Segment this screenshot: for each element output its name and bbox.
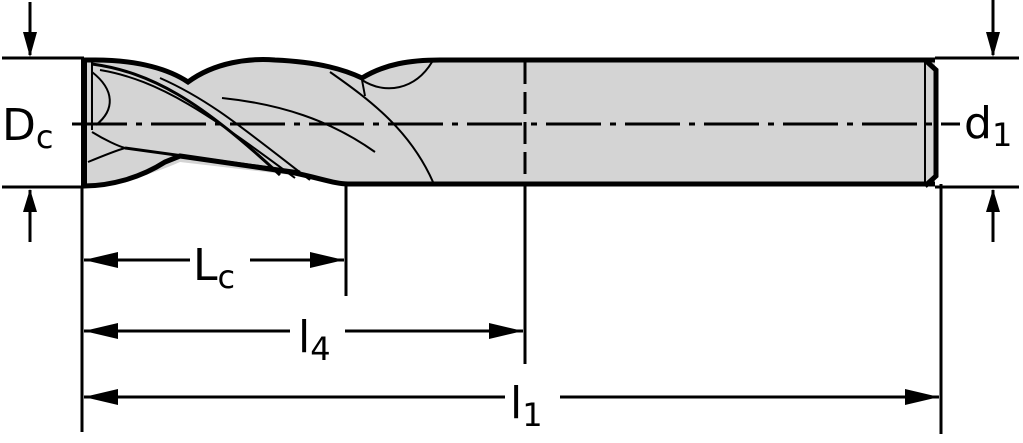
l4-label-sub: 4 — [310, 330, 330, 368]
arrow-left-icon — [84, 389, 118, 405]
lc-label-sub: c — [218, 258, 236, 296]
arrow-up-icon — [23, 189, 37, 212]
l4-label-main: l — [298, 312, 310, 363]
d1-dimension: d1 — [964, 0, 1012, 242]
dc-label-main: D — [2, 100, 36, 151]
dc-dimension: Dc — [2, 2, 53, 242]
d1-label-sub: 1 — [992, 116, 1012, 154]
svg-text:Dc: Dc — [2, 100, 53, 156]
tool-body — [72, 57, 960, 189]
l1-dimension: l1 — [84, 378, 939, 434]
arrow-up-icon — [986, 189, 1000, 212]
flute-lines — [87, 61, 434, 183]
extension-lines — [2, 56, 1019, 434]
svg-text:d1: d1 — [964, 98, 1012, 154]
arrow-left-icon — [84, 323, 118, 339]
l1-label-sub: 1 — [522, 396, 542, 434]
svg-text:l4: l4 — [298, 312, 331, 368]
arrow-right-icon — [905, 389, 939, 405]
lc-label-main: L — [193, 240, 218, 291]
arrow-right-icon — [489, 323, 523, 339]
shank — [420, 60, 935, 184]
arrow-down-icon — [23, 32, 37, 57]
arrow-down-icon — [986, 32, 1000, 57]
dc-label-sub: c — [36, 118, 54, 156]
svg-text:l1: l1 — [510, 378, 543, 434]
lc-dimension: Lc — [84, 240, 344, 296]
l4-dimension: l4 — [84, 312, 523, 368]
arrow-right-icon — [310, 252, 344, 268]
d1-label-main: d — [964, 98, 992, 149]
outline-top — [84, 57, 935, 86]
outline-bottom — [83, 153, 935, 189]
arrow-left-icon — [84, 252, 118, 268]
l1-label-main: l — [510, 378, 522, 429]
svg-text:Lc: Lc — [193, 240, 235, 296]
shank-chamfer — [923, 58, 939, 188]
